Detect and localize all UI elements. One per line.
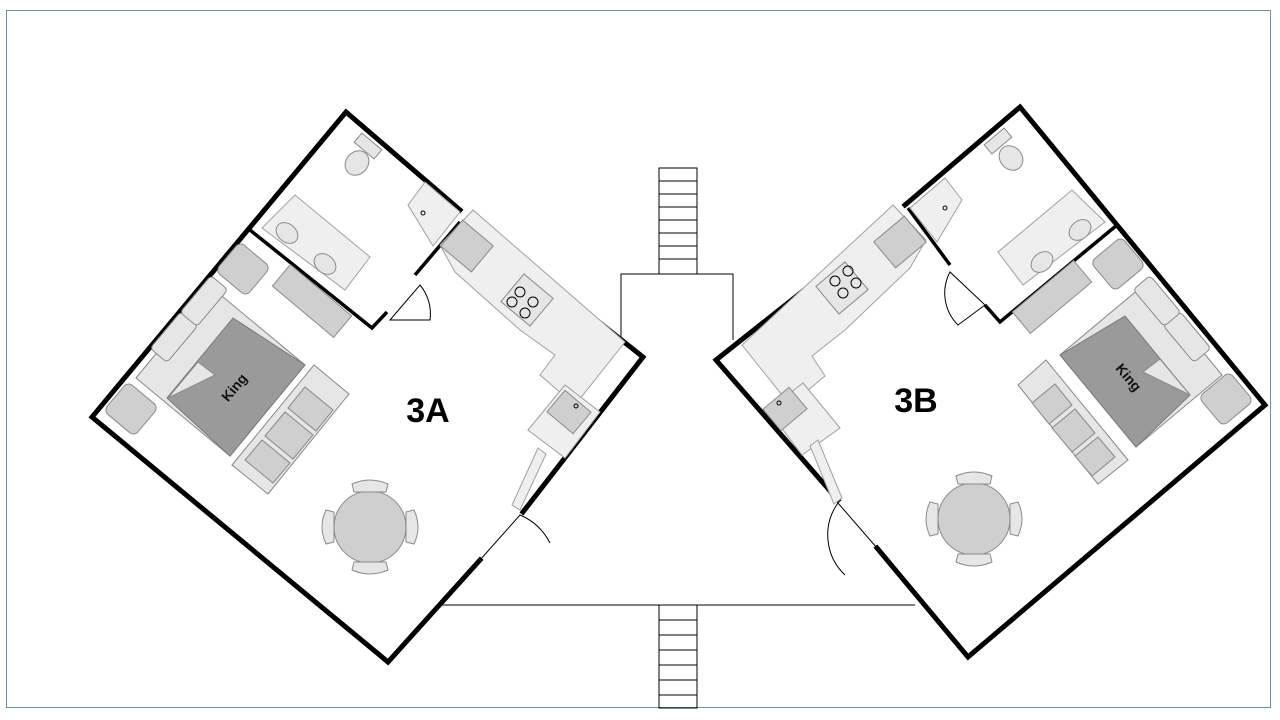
entry-door-3a (479, 514, 551, 561)
kitchen-sink (546, 389, 592, 435)
nightstand (105, 383, 157, 435)
king-bed-3b: King (1059, 276, 1223, 448)
dresser (271, 263, 353, 339)
entry-door-3b (827, 502, 878, 576)
kitchen-counter (439, 209, 626, 511)
kitchen-counter (741, 204, 927, 505)
unit-3a: King 3A (88, 108, 647, 666)
double-vanity (997, 189, 1106, 286)
nightstand (217, 243, 269, 295)
stairs-bottom (658, 604, 698, 709)
nightstand (1092, 238, 1144, 290)
shower (407, 181, 461, 247)
stove (815, 261, 869, 315)
sofa-3a (231, 364, 350, 495)
dining-table-3a (321, 479, 419, 575)
bath-door-3b (944, 271, 986, 326)
sofa-3b (1017, 359, 1129, 485)
unit-label-3b: 3B (894, 382, 937, 420)
toilet (344, 132, 383, 176)
shower (909, 177, 963, 243)
toilet (983, 127, 1024, 171)
bath-door-3a (388, 284, 431, 321)
dining-table-3b (925, 471, 1023, 567)
king-bed-3a: King (135, 276, 306, 457)
unit-label-3a: 3A (406, 392, 449, 430)
drawing-frame (6, 10, 1271, 708)
stove (500, 273, 554, 327)
kitchen-sink (762, 386, 808, 432)
double-vanity (261, 194, 371, 291)
unit-3b: King 3B (712, 103, 1269, 661)
stairs-top (658, 167, 698, 275)
dresser (1011, 259, 1093, 335)
nightstand (1200, 373, 1252, 425)
